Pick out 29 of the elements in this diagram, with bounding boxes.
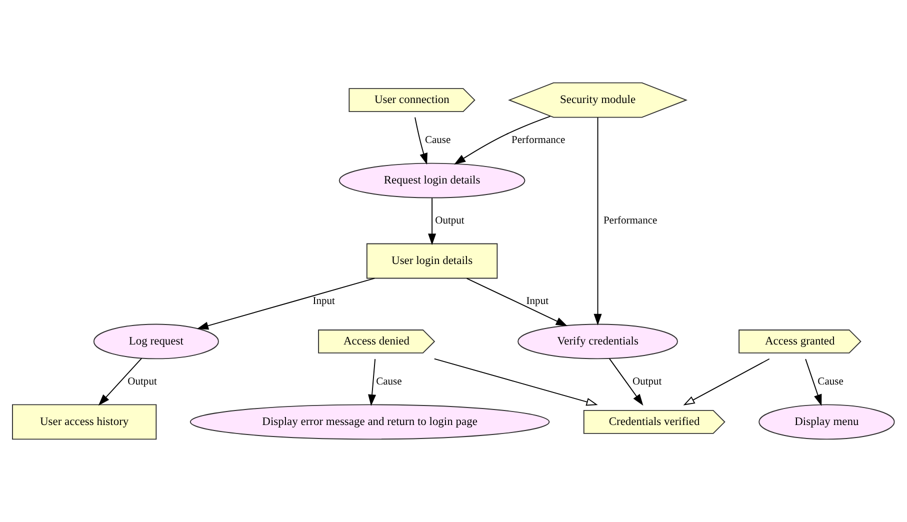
edge-label: Cause [424, 134, 451, 146]
arrow [609, 358, 644, 406]
arrow [428, 198, 436, 246]
node-ellipse: Request login details [338, 162, 526, 198]
node-ellipse: Log request [93, 324, 219, 360]
arrow [683, 358, 770, 406]
arrow [414, 116, 428, 165]
arrow [434, 358, 598, 406]
edge-label: Input [312, 296, 335, 307]
edge-label: Cause [818, 376, 844, 388]
edge-label: Output [128, 376, 157, 388]
edge-label: Output [632, 376, 662, 388]
edge-label: Output [435, 215, 464, 226]
edge-label: Input [526, 296, 549, 307]
arrow [454, 116, 551, 165]
node-ellipse: Display error message and return to login page [190, 404, 550, 440]
arrow [805, 358, 822, 406]
arrow [594, 117, 602, 326]
arrow [98, 358, 142, 406]
arrow [368, 358, 376, 406]
node-ellipse: Display menu [758, 404, 895, 440]
edge-label: Performance [512, 134, 566, 146]
node-box: User login details [366, 243, 498, 279]
edge-label: Performance [603, 215, 658, 226]
edge-label: Cause [376, 376, 402, 388]
arrow [466, 278, 568, 326]
node-box: User access history [12, 404, 157, 440]
node-ellipse: Verify credentials [518, 324, 678, 360]
arrow [196, 278, 376, 330]
